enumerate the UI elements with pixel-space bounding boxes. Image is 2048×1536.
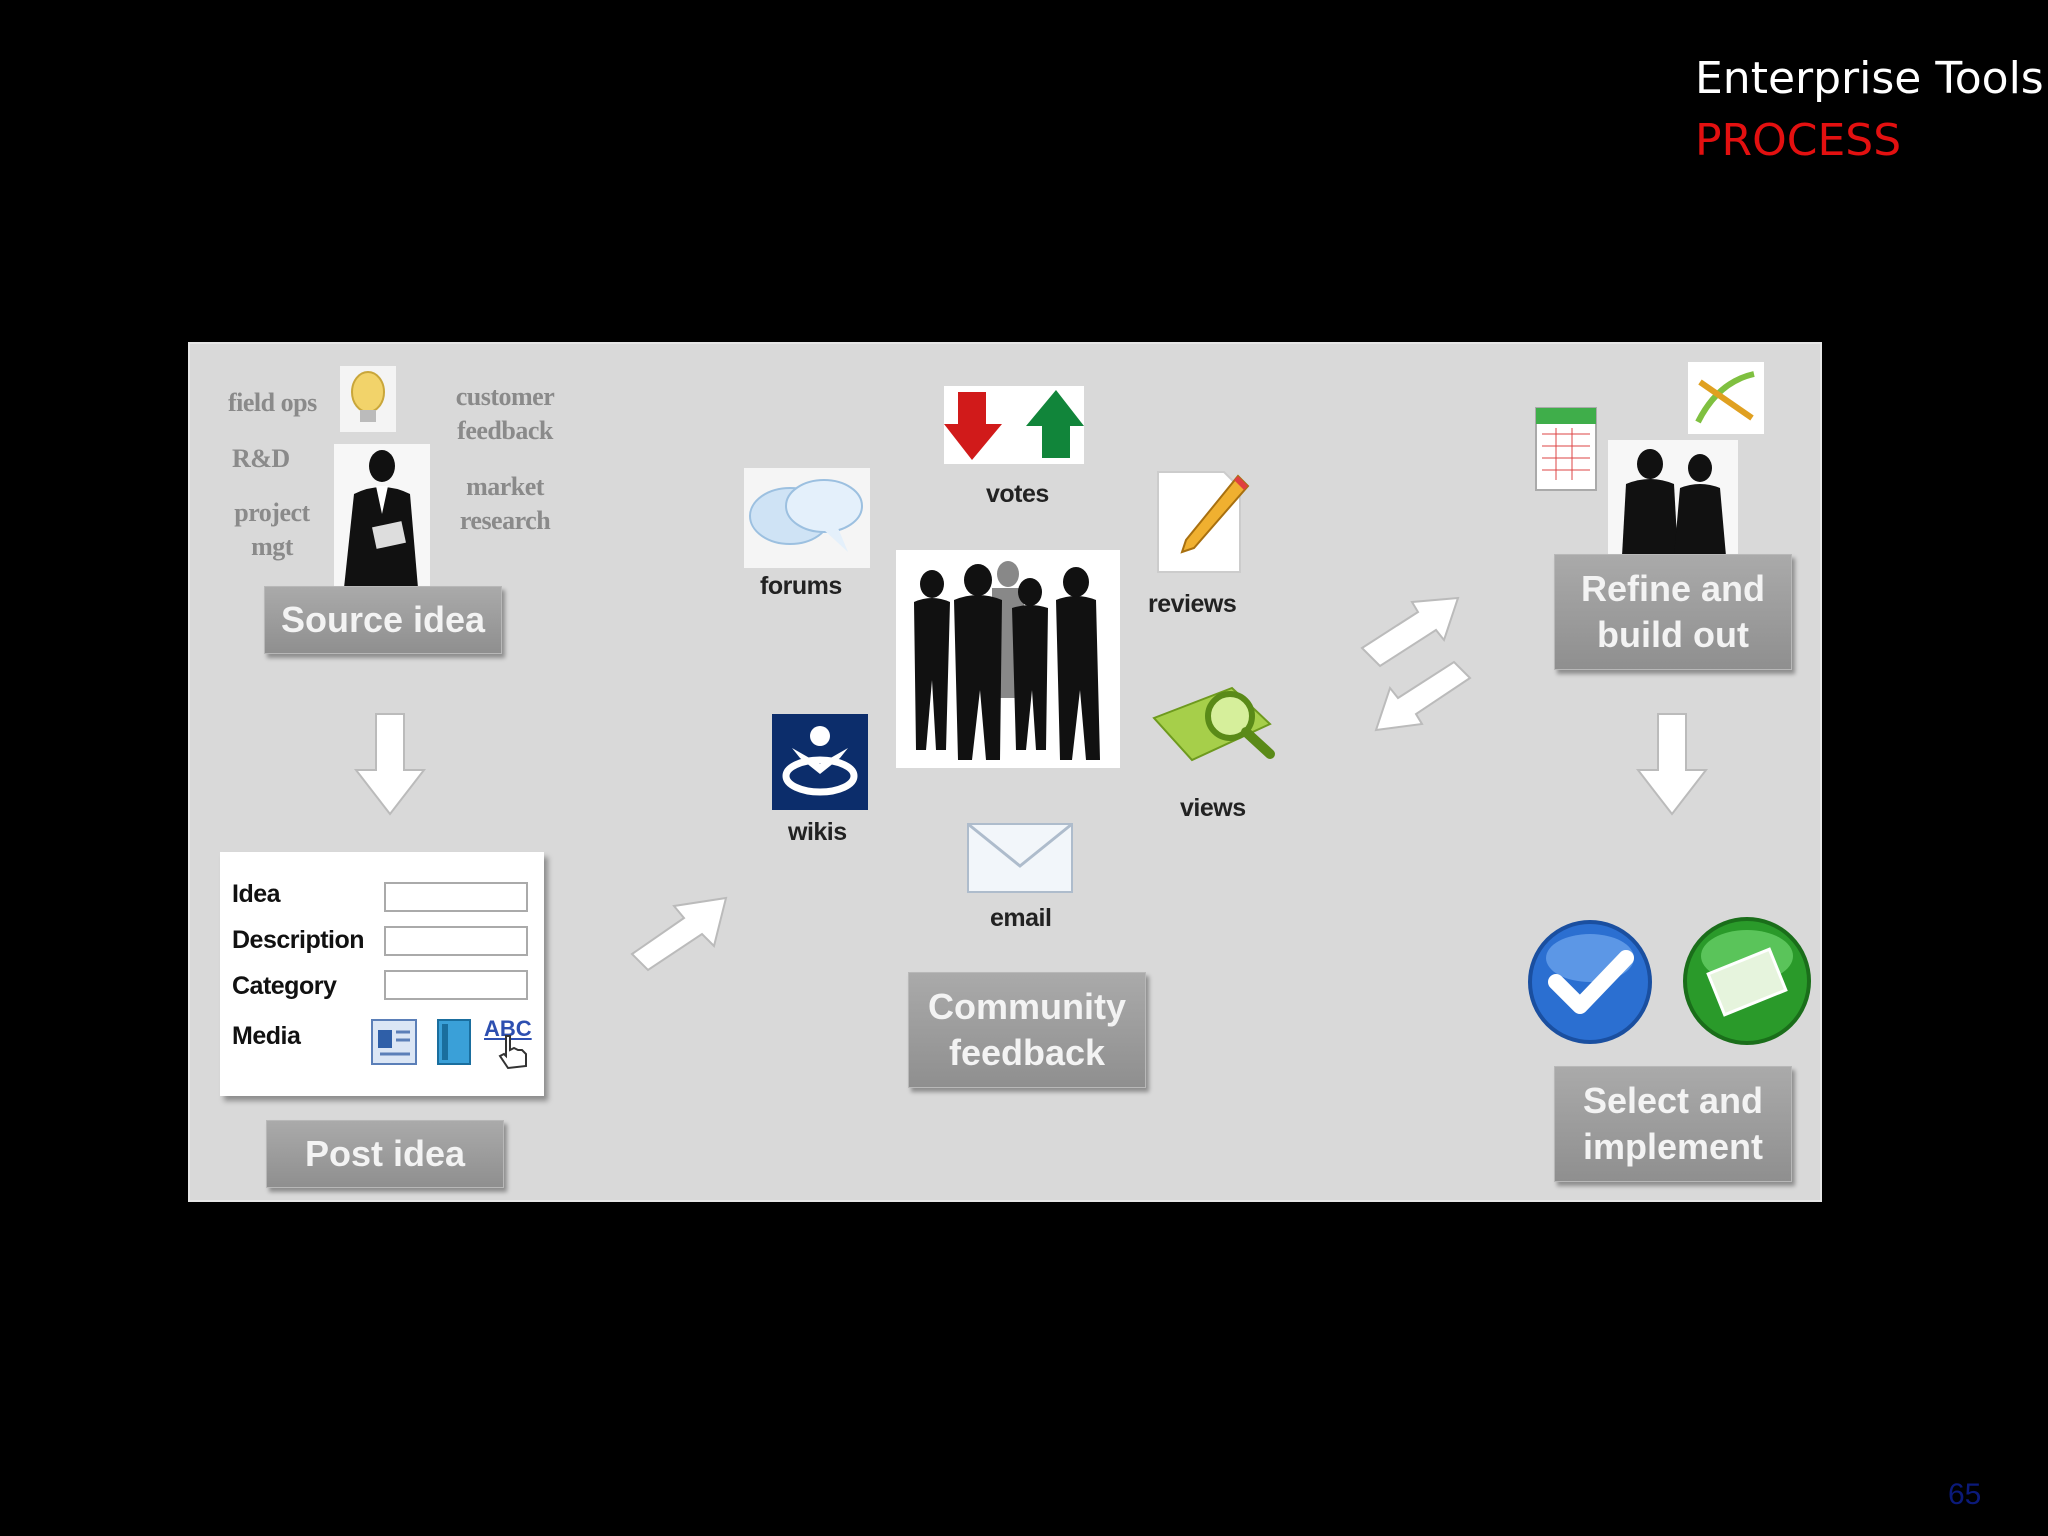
refine-label-line2: build out: [1597, 614, 1749, 655]
page-number: 65: [1948, 1478, 1982, 1511]
bidirectional-arrows-icon: [1360, 596, 1472, 732]
arrow-down-icon: [353, 713, 427, 816]
slide-title-block: Enterprise Tools PROCESS: [1695, 48, 2044, 172]
source-label-rnd: R&D: [232, 444, 290, 473]
wikis-icon: [772, 714, 868, 810]
form-label-idea: Idea: [232, 880, 281, 908]
source-label-market: market: [466, 472, 544, 501]
two-businesspeople-silhouette-icon: [1608, 440, 1738, 556]
businessman-silhouette-icon: [334, 444, 430, 588]
spreadsheet-icon: [1535, 407, 1597, 491]
checkmark-icon: [1528, 920, 1652, 1044]
source-label-project: project: [234, 498, 310, 527]
refine-label-line1: Refine and: [1580, 568, 1766, 609]
label-email: email: [990, 904, 1052, 932]
reviews-pencil-paper-icon: [1157, 471, 1250, 573]
source-label-research: research: [459, 506, 551, 535]
form-label-description: Description: [232, 926, 365, 954]
category-input[interactable]: [384, 970, 528, 1000]
idea-form: Idea Description Category Media ABC: [220, 852, 544, 1096]
community-feedback-label-line2: feedback: [948, 1032, 1106, 1073]
select-implement-button[interactable]: Select and implement: [1554, 1066, 1792, 1182]
book-icon[interactable]: [432, 1016, 476, 1068]
views-magnifier-icon: [1152, 686, 1275, 762]
source-label-feedback: feedback: [457, 416, 553, 445]
lightbulb-icon: [340, 366, 396, 432]
votes-arrows-icon: [944, 386, 1084, 464]
community-feedback-label-line1: Community: [928, 986, 1126, 1027]
label-forums: forums: [760, 572, 842, 600]
email-envelope-icon: [967, 822, 1073, 893]
idea-input[interactable]: [384, 882, 528, 912]
source-label-customer: customer: [455, 382, 555, 411]
slide-subtitle: PROCESS: [1695, 115, 1902, 166]
refine-build-out-button[interactable]: Refine and build out: [1554, 554, 1792, 670]
label-views: views: [1180, 794, 1246, 822]
form-label-media: Media: [232, 1022, 301, 1050]
spellcheck-icon[interactable]: ABC: [484, 1016, 540, 1072]
group-of-people-silhouette-icon: [896, 550, 1120, 768]
community-feedback-button[interactable]: Community feedback: [908, 972, 1146, 1088]
label-wikis: wikis: [788, 818, 847, 846]
label-votes: votes: [986, 480, 1049, 508]
slide-title: Enterprise Tools: [1695, 53, 2044, 104]
label-reviews: reviews: [1148, 590, 1237, 618]
design-tools-icon: [1688, 362, 1764, 434]
description-input[interactable]: [384, 926, 528, 956]
process-diagram-panel: field ops R&D project mgt customer feedb…: [188, 342, 1822, 1202]
forums-chat-bubbles-icon: [744, 468, 870, 568]
source-label-field-ops: field ops: [228, 388, 317, 417]
source-idea-button[interactable]: Source idea: [264, 586, 502, 654]
blueprint-plan-icon: [1683, 917, 1811, 1045]
post-idea-button[interactable]: Post idea: [266, 1120, 504, 1188]
source-label-mgt: mgt: [251, 532, 293, 561]
select-label-line1: Select and: [1582, 1080, 1764, 1121]
arrow-down-icon: [1635, 713, 1709, 816]
select-label-line2: implement: [1582, 1126, 1764, 1167]
document-icon[interactable]: [366, 1016, 422, 1068]
form-label-category: Category: [232, 972, 337, 1000]
hand-cursor-icon: [498, 1035, 527, 1070]
arrow-up-right-icon: [630, 896, 728, 972]
